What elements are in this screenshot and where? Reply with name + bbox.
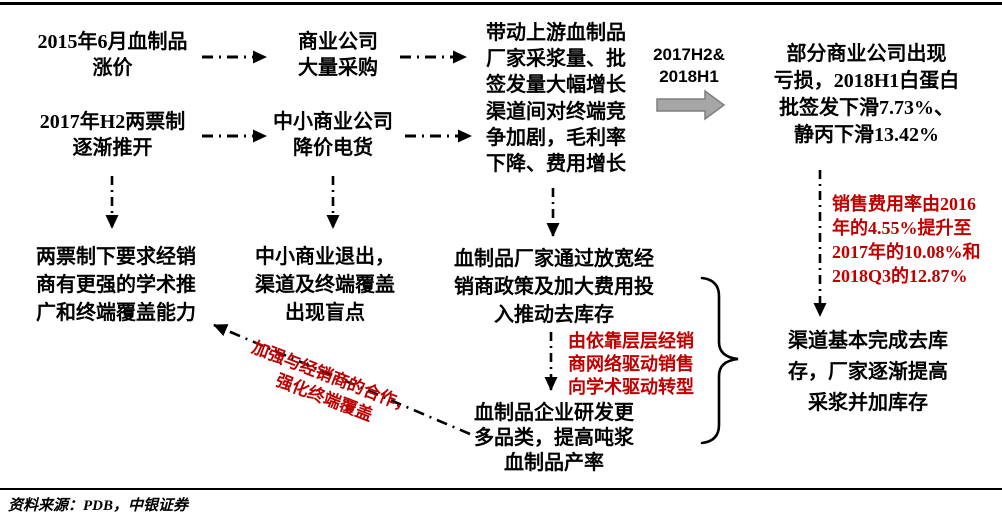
top-rule (0, 2, 1002, 5)
node-channel-competition: 渠道间对终端竞 争加剧，毛利率 下降、费用增长 (486, 101, 626, 175)
node-two-invoice-requirement: 两票制下要求经销 商有更强的学术推 广和终端覆盖能力 (36, 246, 196, 324)
gray-block-arrow (656, 89, 726, 121)
label-period-2017h2-2018h1: 2017H2& 2018H1 (653, 45, 725, 86)
node-small-dealers-discount: 中小商业公司 降价电货 (273, 111, 393, 159)
dashdot-arrow-diagonal-feedback (213, 323, 471, 436)
node-two-invoice-2017: 2017年H2两票制 逐渐推开 (39, 111, 186, 159)
bottom-rule (0, 488, 1002, 490)
node-upstream-growth: 带动上游血制品 厂家采浆量、批 签发量大幅增长 (486, 22, 626, 96)
node-rd-new-products: 血制品企业研发更 多品类，提高吨浆 血制品产率 (474, 402, 634, 474)
curly-brace (700, 276, 739, 445)
node-2015-price-increase: 2015年6月血制品 涨价 (37, 31, 188, 79)
node-commercial-losses: 部分商业公司出现 亏损，2018H1白蛋白 批签发下滑7.73%、 静丙下滑13… (773, 43, 960, 146)
node-small-dealers-exit: 中小商业退出， 渠道及终端覆盖 出现盲点 (255, 246, 395, 324)
annotation-expense-ratio: 销售费用率由2016 年的4.55%提升至 2017年的10.08%和 2018… (832, 194, 981, 286)
node-destocking-done: 渠道基本完成去库 存，厂家逐渐提高 采浆并加库存 (788, 330, 948, 414)
source-note: 资料来源：PDB，中银证券 (8, 498, 189, 514)
node-destocking-push: 血制品厂家通过放宽经 销商政策及加大费用投 入推动去库存 (454, 248, 654, 326)
annotation-sales-model-transform: 由依靠层层经销 商网络驱动销售 向学术驱动转型 (568, 331, 694, 397)
node-bulk-purchase: 商业公司 大量采购 (298, 31, 378, 79)
